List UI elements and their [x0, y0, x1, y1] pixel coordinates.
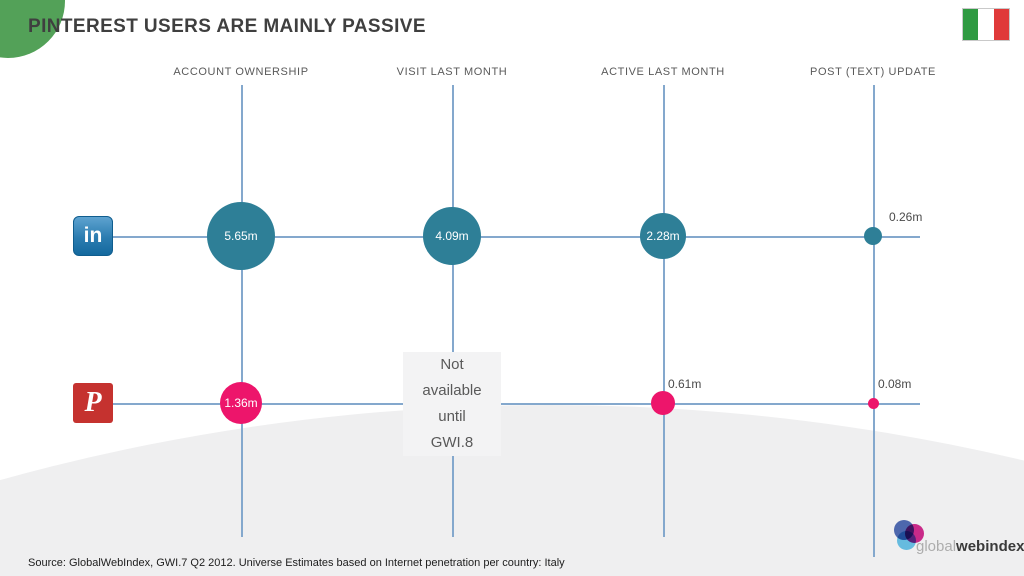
not-available-note: Not available until GWI.8 [403, 352, 501, 456]
column-gridline-2 [452, 85, 454, 537]
bubble-value-label: 5.65m [224, 229, 258, 243]
flag-red-stripe [993, 9, 1009, 40]
bubble-value-label: 1.36m [224, 396, 258, 410]
logo-wordmark: globalwebindex [916, 538, 1024, 555]
flag-green-stripe [963, 9, 979, 40]
bubble-pinterest-col1: 1.36m [220, 382, 262, 424]
row-line-linkedin [112, 236, 920, 238]
bubble-value-label: 0.26m [889, 210, 923, 224]
column-gridline-1 [241, 85, 243, 537]
bubble-value-label: 0.08m [878, 377, 912, 391]
logo-cyan-circle-icon [897, 531, 916, 550]
bubble-value-label: 2.28m [646, 229, 680, 243]
bubble-value-label: 4.09m [435, 229, 469, 243]
globalwebindex-logo: globalwebindex [890, 518, 1024, 560]
bubble-linkedin-col2: 4.09m [423, 207, 481, 265]
bubble-pinterest-col4 [867, 397, 879, 409]
bubble-pinterest-col3 [651, 391, 675, 415]
pinterest-icon: P [73, 383, 113, 423]
decorative-gray-arc [0, 405, 1024, 576]
page-title: PINTEREST USERS ARE MAINLY PASSIVE [28, 16, 426, 37]
italy-flag-icon [962, 8, 1010, 41]
bubble-linkedin-col3: 2.28m [640, 213, 686, 259]
column-gridline-4 [873, 85, 875, 557]
source-note: Source: GlobalWebIndex, GWI.7 Q2 2012. U… [28, 557, 565, 569]
bubble-value-label: 0.61m [668, 377, 702, 391]
column-header-4: POST (TEXT) UPDATE [810, 66, 936, 78]
bubble-linkedin-col1: 5.65m [207, 202, 275, 270]
column-gridline-3 [663, 85, 665, 537]
column-header-1: ACCOUNT OWNERSHIP [173, 66, 309, 78]
column-header-3: ACTIVE LAST MONTH [601, 66, 725, 78]
bubble-linkedin-col4 [864, 227, 882, 245]
flag-white-stripe [978, 9, 994, 40]
column-header-2: VISIT LAST MONTH [396, 66, 508, 78]
row-line-pinterest [112, 403, 920, 405]
linkedin-icon: in [73, 216, 113, 256]
